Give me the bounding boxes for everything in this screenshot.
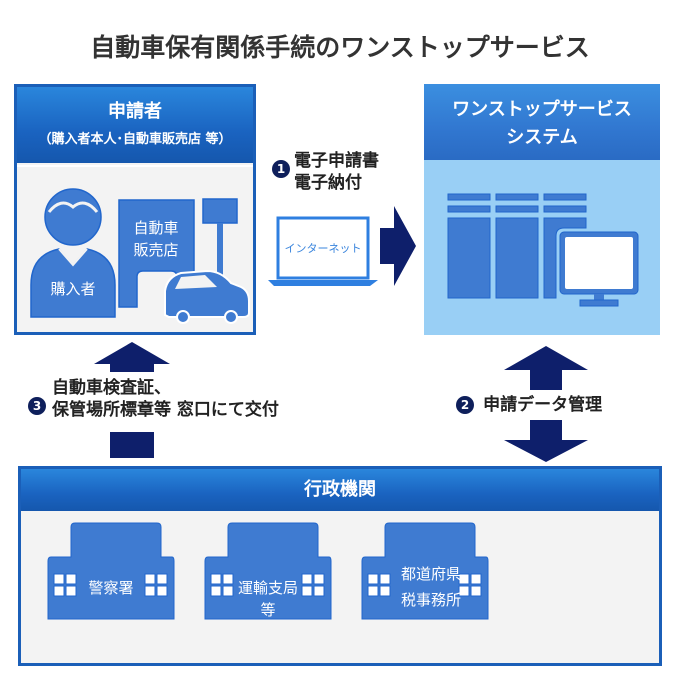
step2-text: 申請データ管理 [483,395,603,415]
system-header: ワンストップサービス システム [424,84,660,160]
building-icon-police [47,522,175,620]
step1-line1: 電子申請書 [294,151,379,171]
system-heading-line2: システム [506,127,578,148]
system-heading-line1: ワンストップサービス [452,99,632,120]
step1-number-badge: 1 [272,160,290,178]
person-icon [30,188,116,318]
person-label: 購入者 [50,280,95,298]
laptop-label: インターネット [285,242,362,255]
building-label-tax-office-line2: 税事務所 [400,591,461,609]
admin-panel: 行政機関 [18,466,662,666]
building-icon-transport [204,522,332,620]
signpost-icon [202,198,238,291]
building-icon-tax-office [361,522,489,620]
dealer-label-line1: 自動車 [133,219,178,237]
arrow-right-icon [380,206,416,286]
page-title: 自動車保有関係手続のワンストップサービス [90,33,590,62]
monitor-icon [559,231,639,307]
step1-line2: 電子納付 [294,173,362,193]
laptop-icon [268,216,378,286]
server-icon [447,193,587,299]
step2-label: 2 申請データ管理 [456,394,602,416]
step3-arrow [94,342,170,458]
system-body [424,162,660,335]
step2-arrows [504,346,588,462]
system-panel: ワンストップサービス システム [424,84,660,335]
step3-line1: 自動車検査証、 [52,378,171,398]
dealer-label-line2: 販売店 [133,241,178,259]
applicant-header: 申請者 （購入者本人･自動車販売店 等） [17,87,253,163]
applicant-body: 購入者 自動車 販売店 [17,165,253,332]
arrow-up-icon [504,346,588,390]
applicant-heading: 申請者 [108,101,162,122]
building-label-tax-office-line1: 都道府県 [400,565,461,583]
arrow-up-icon [94,342,170,372]
step2-number-badge: 2 [456,396,474,414]
admin-header: 行政機関 [21,469,659,511]
admin-body: 警察署 運輸支局等 都道府県 税事務所 [21,513,659,663]
arrow-down-icon [504,420,588,462]
step3-line2: 保管場所標章等 窓口にて交付 [52,400,279,420]
applicant-panel: 申請者 （購入者本人･自動車販売店 等） 購入者 自動車 販売店 [14,84,256,335]
building-label-police: 警察署 [88,579,134,597]
internet-diagram: インターネット [268,206,416,286]
step3-number-badge: 3 [28,397,46,415]
car-icon [164,269,250,324]
building-label-transport: 運輸支局等 [237,579,298,619]
arrow-stem [110,432,154,458]
applicant-subheading: （購入者本人･自動車販売店 等） [38,132,232,147]
